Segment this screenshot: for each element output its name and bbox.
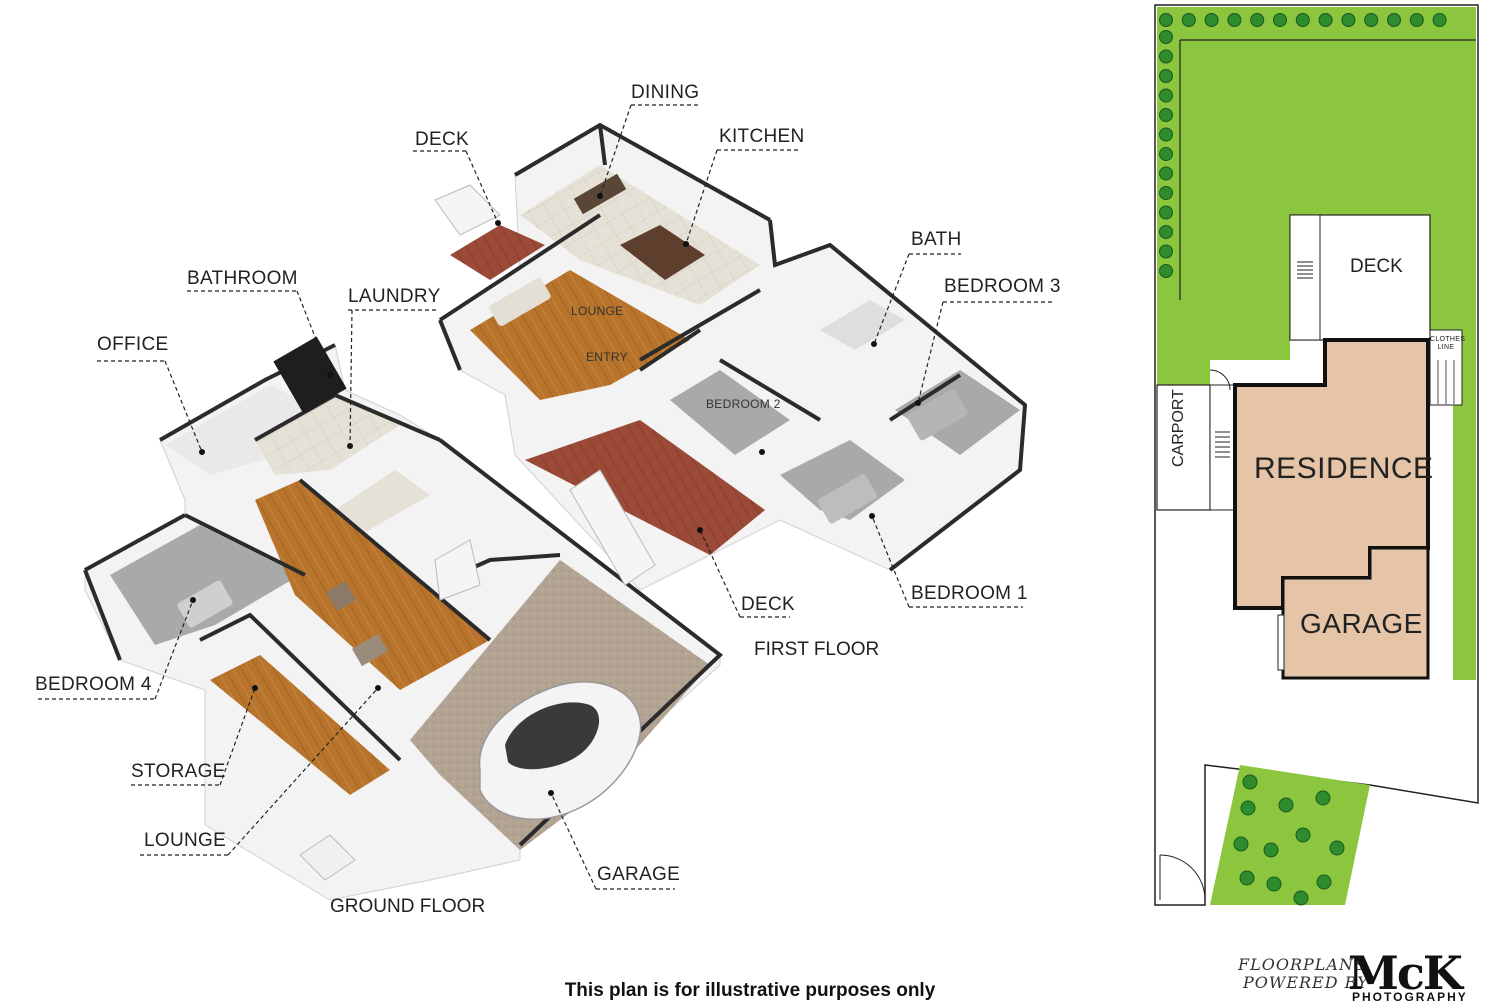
bedroom1-floor: [780, 440, 905, 520]
lower-lawn: [1210, 765, 1370, 905]
label-kitchen: KITCHEN: [719, 126, 805, 147]
shrub-icon: [1315, 790, 1331, 806]
shrub-icon: [1204, 13, 1219, 27]
ground-floor-title: GROUND FLOOR: [330, 896, 486, 917]
label-bedroom-1: BEDROOM 1: [911, 583, 1028, 604]
label-first-lounge: LOUNGE: [571, 304, 624, 318]
shrub-icon: [1159, 205, 1173, 220]
brand-line-2: POWERED BY: [1243, 973, 1369, 992]
shrub-icon: [1295, 13, 1310, 27]
shrub-icon: [1273, 13, 1287, 27]
deck-top-floor: [450, 225, 545, 280]
shrub-icon: [1159, 30, 1173, 44]
site-label-clothes-line: CLOTHES LINE: [1430, 336, 1466, 351]
shrub-icon: [1159, 186, 1173, 200]
shrub-icon: [1329, 840, 1345, 856]
label-bedroom-3: BEDROOM 3: [944, 276, 1061, 297]
shrub-icon: [1159, 88, 1173, 103]
first-floor-title: FIRST FLOOR: [754, 639, 880, 660]
site-shrubs: [1159, 13, 1447, 278]
site-plan: [1154, 4, 1479, 906]
leader-dots: [190, 193, 921, 796]
shrub-icon: [1181, 13, 1196, 27]
first-floor-model: [434, 122, 1028, 591]
shrub-icon: [1159, 166, 1173, 181]
shrub-icon: [1159, 13, 1173, 27]
bedroom4-floor: [110, 525, 300, 645]
shrub-icon: [1266, 876, 1282, 892]
label-entry: ENTRY: [586, 350, 628, 364]
shrub-icon: [1250, 13, 1265, 27]
label-laundry: LAUNDRY: [348, 286, 441, 307]
site-garage: [1281, 546, 1430, 680]
car-model: [478, 681, 642, 820]
deck-bottom-floor: [525, 420, 765, 555]
shrub-icon: [1295, 827, 1311, 843]
shrub-icon: [1240, 800, 1256, 816]
shrub-icon: [1341, 13, 1356, 27]
label-bath: BATH: [911, 229, 962, 250]
label-deck-bottom: DECK: [741, 594, 795, 615]
shrub-icon: [1239, 870, 1255, 886]
site-label-garage: GARAGE: [1300, 608, 1423, 639]
shrub-icon: [1263, 842, 1279, 858]
leader-lines: [38, 104, 1055, 890]
shrub-icon: [1159, 147, 1173, 161]
shrub-icon: [1364, 13, 1379, 27]
shrub-icon: [1159, 225, 1173, 239]
label-office: OFFICE: [97, 334, 169, 355]
label-dining: DINING: [631, 82, 700, 103]
site-label-residence: RESIDENCE: [1254, 452, 1434, 485]
shrub-icon: [1242, 774, 1258, 790]
site-trees: [1233, 774, 1345, 906]
label-bedroom-2: BEDROOM 2: [706, 397, 781, 411]
site-label-deck: DECK: [1350, 256, 1403, 277]
shrub-icon: [1387, 13, 1401, 27]
shrub-icon: [1409, 13, 1424, 27]
shrub-icon: [1159, 127, 1173, 142]
shrub-icon: [1432, 13, 1447, 27]
shrub-icon: [1159, 49, 1173, 64]
label-ground-lounge: LOUNGE: [144, 830, 227, 851]
brand-logo: McK: [1348, 946, 1463, 1000]
label-bedroom-4: BEDROOM 4: [35, 674, 152, 695]
shrub-icon: [1316, 874, 1332, 890]
brand-line-1: FLOORPLANS: [1238, 955, 1366, 974]
lawn: [1157, 7, 1476, 680]
label-bathroom: BATHROOM: [187, 268, 298, 289]
shrub-icon: [1227, 13, 1242, 27]
label-storage: STORAGE: [131, 761, 226, 782]
shrub-icon: [1159, 244, 1173, 259]
shrub-icon: [1318, 13, 1333, 27]
shrub-icon: [1159, 69, 1173, 83]
label-deck-top: DECK: [415, 129, 469, 150]
shrub-icon: [1278, 797, 1294, 813]
ground-floor-model: [83, 336, 724, 901]
shrub-icon: [1159, 264, 1173, 278]
shrub-icon: [1233, 836, 1249, 852]
shrub-icon: [1159, 108, 1173, 122]
hallway-floor: [255, 480, 490, 690]
label-ground-garage: GARAGE: [597, 864, 681, 885]
site-label-carport: CARPORT: [1170, 389, 1187, 467]
bedroom2-floor: [670, 370, 790, 455]
disclaimer: This plan is for illustrative purposes o…: [564, 980, 936, 1001]
shrub-icon: [1293, 890, 1309, 906]
